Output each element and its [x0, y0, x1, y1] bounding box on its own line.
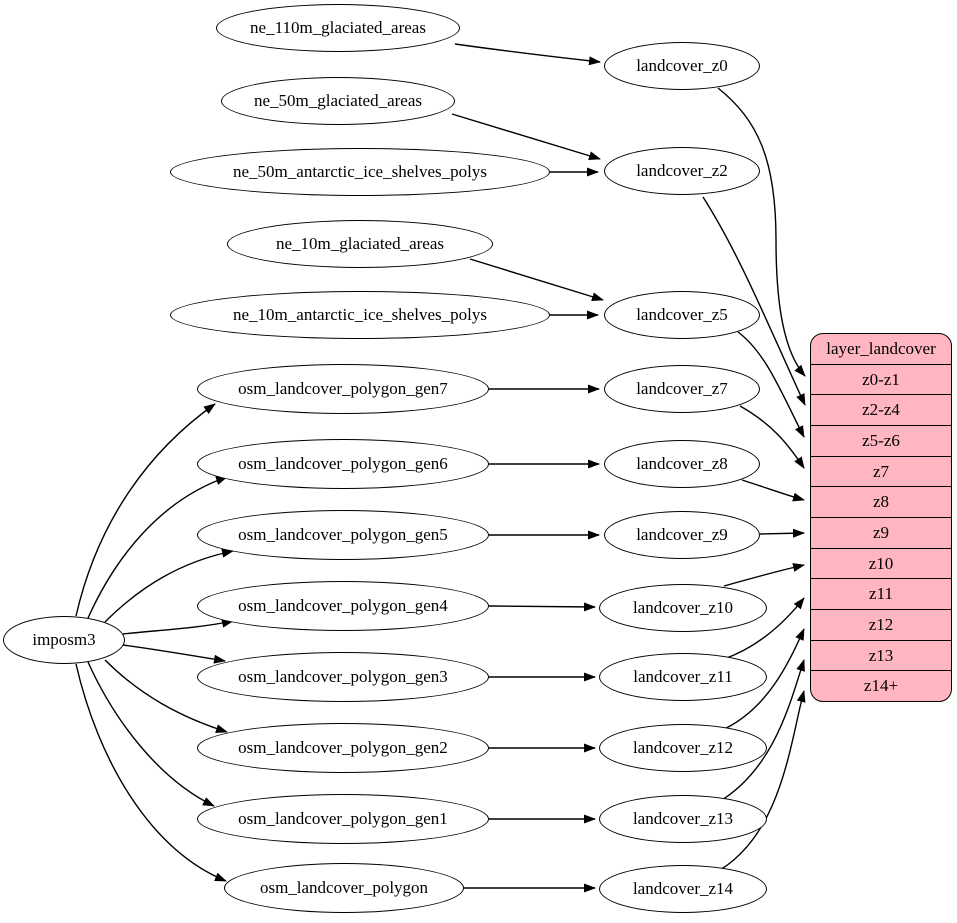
record-row-z9: z9 — [811, 517, 951, 548]
record-row-z8: z8 — [811, 486, 951, 517]
record-row-z14plus: z14+ — [811, 670, 951, 701]
node-label: landcover_z0 — [636, 56, 728, 75]
edge-imposm3-osm_landcover_polygon — [75, 663, 227, 882]
node-label: osm_landcover_polygon — [259, 878, 429, 897]
node-label: landcover_z13 — [632, 809, 734, 828]
node-label: osm_landcover_polygon_gen4 — [238, 596, 448, 615]
node-label: ne_10m_antarctic_ice_shelves_polys — [233, 305, 487, 324]
edge-ne_110m_glaciated_areas-landcover_z0 — [454, 43, 601, 66]
node-label: ne_10m_glaciated_areas — [275, 234, 445, 253]
record-row-z2-z4: z2-z4 — [811, 394, 951, 425]
edge-landcover_z11-row-z11 — [723, 597, 805, 660]
node-label: landcover_z11 — [633, 667, 733, 686]
record-row-z12: z12 — [811, 609, 951, 640]
node-label: landcover_z8 — [636, 454, 728, 473]
record-row-z0-z1: z0-z1 — [811, 363, 951, 395]
edge-landcover_z9-row-z9 — [759, 528, 805, 538]
edge-landcover_z2-row-z2-z4 — [702, 196, 806, 406]
node-label: landcover_z2 — [636, 161, 728, 180]
node-landcover-z11: landcover_z11 — [599, 653, 767, 701]
edge-imposm3-gen6 — [87, 476, 228, 619]
record-row-z11: z11 — [811, 578, 951, 609]
node-landcover-z7: landcover_z7 — [604, 365, 760, 413]
edge-landcover_z5-row-z5-z6 — [737, 331, 805, 438]
edge-ne_10m_glaciated_areas-landcover_z5 — [469, 258, 604, 302]
record-row-z7: z7 — [811, 455, 951, 487]
node-landcover-z9: landcover_z9 — [604, 511, 760, 559]
node-label: landcover_z10 — [632, 598, 734, 617]
node-landcover-z12: landcover_z12 — [599, 724, 767, 772]
node-label: osm_landcover_polygon_gen7 — [238, 379, 448, 398]
node-osm-landcover-polygon-gen1: osm_landcover_polygon_gen1 — [197, 794, 489, 844]
node-label: landcover_z5 — [636, 305, 728, 324]
record-header: layer_landcover — [826, 338, 936, 358]
node-osm-landcover-polygon-gen5: osm_landcover_polygon_gen5 — [197, 510, 489, 560]
node-label: osm_landcover_polygon_gen2 — [238, 738, 448, 757]
record-row-z13: z13 — [811, 639, 951, 671]
edge-imposm3-gen2 — [104, 659, 228, 733]
node-ne-110m-glaciated-areas: ne_110m_glaciated_areas — [216, 4, 460, 52]
node-landcover-z5: landcover_z5 — [604, 291, 760, 339]
node-osm-landcover-polygon-gen7: osm_landcover_polygon_gen7 — [197, 364, 489, 414]
edge-imposm3-gen4 — [122, 618, 234, 635]
edge-imposm3-gen7 — [75, 403, 216, 617]
node-landcover-z14: landcover_z14 — [599, 865, 767, 913]
edge-gen4-landcover_z10 — [488, 602, 596, 612]
edge-imposm3-gen5 — [104, 548, 234, 623]
node-osm-landcover-polygon-gen3: osm_landcover_polygon_gen3 — [197, 652, 489, 702]
node-ne-10m-glaciated-areas: ne_10m_glaciated_areas — [227, 220, 493, 268]
edge-landcover_z12-row-z12 — [719, 628, 805, 732]
edge-imposm3-gen3 — [122, 644, 226, 664]
edge-landcover_z8-row-z8 — [741, 479, 805, 502]
node-label: landcover_z9 — [636, 525, 728, 544]
node-landcover-z13: landcover_z13 — [599, 795, 767, 843]
edge-landcover_z10-row-z10 — [723, 563, 805, 587]
edge-imposm3-gen1 — [87, 661, 215, 807]
node-label: landcover_z14 — [632, 879, 734, 898]
node-label: ne_50m_glaciated_areas — [253, 91, 423, 110]
edge-landcover_z7-row-z7 — [739, 405, 805, 469]
node-landcover-z8: landcover_z8 — [604, 440, 760, 488]
edge-landcover_z0-row-z0-z1 — [717, 87, 806, 377]
node-label: imposm3 — [32, 630, 96, 649]
node-landcover-z10: landcover_z10 — [599, 584, 767, 632]
node-label: landcover_z12 — [632, 738, 734, 757]
edge-landcover_z14-row-z14plus — [712, 690, 806, 875]
node-label: landcover_z7 — [636, 379, 728, 398]
node-osm-landcover-polygon-gen2: osm_landcover_polygon_gen2 — [197, 723, 489, 773]
node-ne-50m-antarctic-ice-shelves-polys: ne_50m_antarctic_ice_shelves_polys — [170, 148, 550, 196]
record-row-z5-z6: z5-z6 — [811, 425, 951, 456]
node-ne-50m-glaciated-areas: ne_50m_glaciated_areas — [221, 77, 455, 125]
node-landcover-z2: landcover_z2 — [604, 147, 760, 195]
node-label: osm_landcover_polygon_gen6 — [238, 454, 448, 473]
node-osm-landcover-polygon-gen6: osm_landcover_polygon_gen6 — [197, 439, 489, 489]
node-label: ne_50m_antarctic_ice_shelves_polys — [233, 162, 487, 181]
node-osm-landcover-polygon: osm_landcover_polygon — [224, 863, 464, 913]
layer-landcover-record: layer_landcover z0-z1 z2-z4 z5-z6 z7 z8 … — [810, 333, 952, 702]
node-label: osm_landcover_polygon_gen3 — [238, 667, 448, 686]
node-osm-landcover-polygon-gen4: osm_landcover_polygon_gen4 — [197, 581, 489, 631]
node-imposm3: imposm3 — [3, 616, 125, 664]
node-landcover-z0: landcover_z0 — [604, 42, 760, 90]
record-row-z10: z10 — [811, 547, 951, 579]
node-label: osm_landcover_polygon_gen1 — [238, 809, 448, 828]
edge-ne_50m_glaciated_areas-landcover_z2 — [451, 113, 601, 161]
node-label: osm_landcover_polygon_gen5 — [238, 525, 448, 544]
edge-landcover_z13-row-z13 — [716, 659, 805, 804]
node-ne-10m-antarctic-ice-shelves-polys: ne_10m_antarctic_ice_shelves_polys — [170, 291, 550, 339]
node-label: ne_110m_glaciated_areas — [250, 18, 426, 37]
